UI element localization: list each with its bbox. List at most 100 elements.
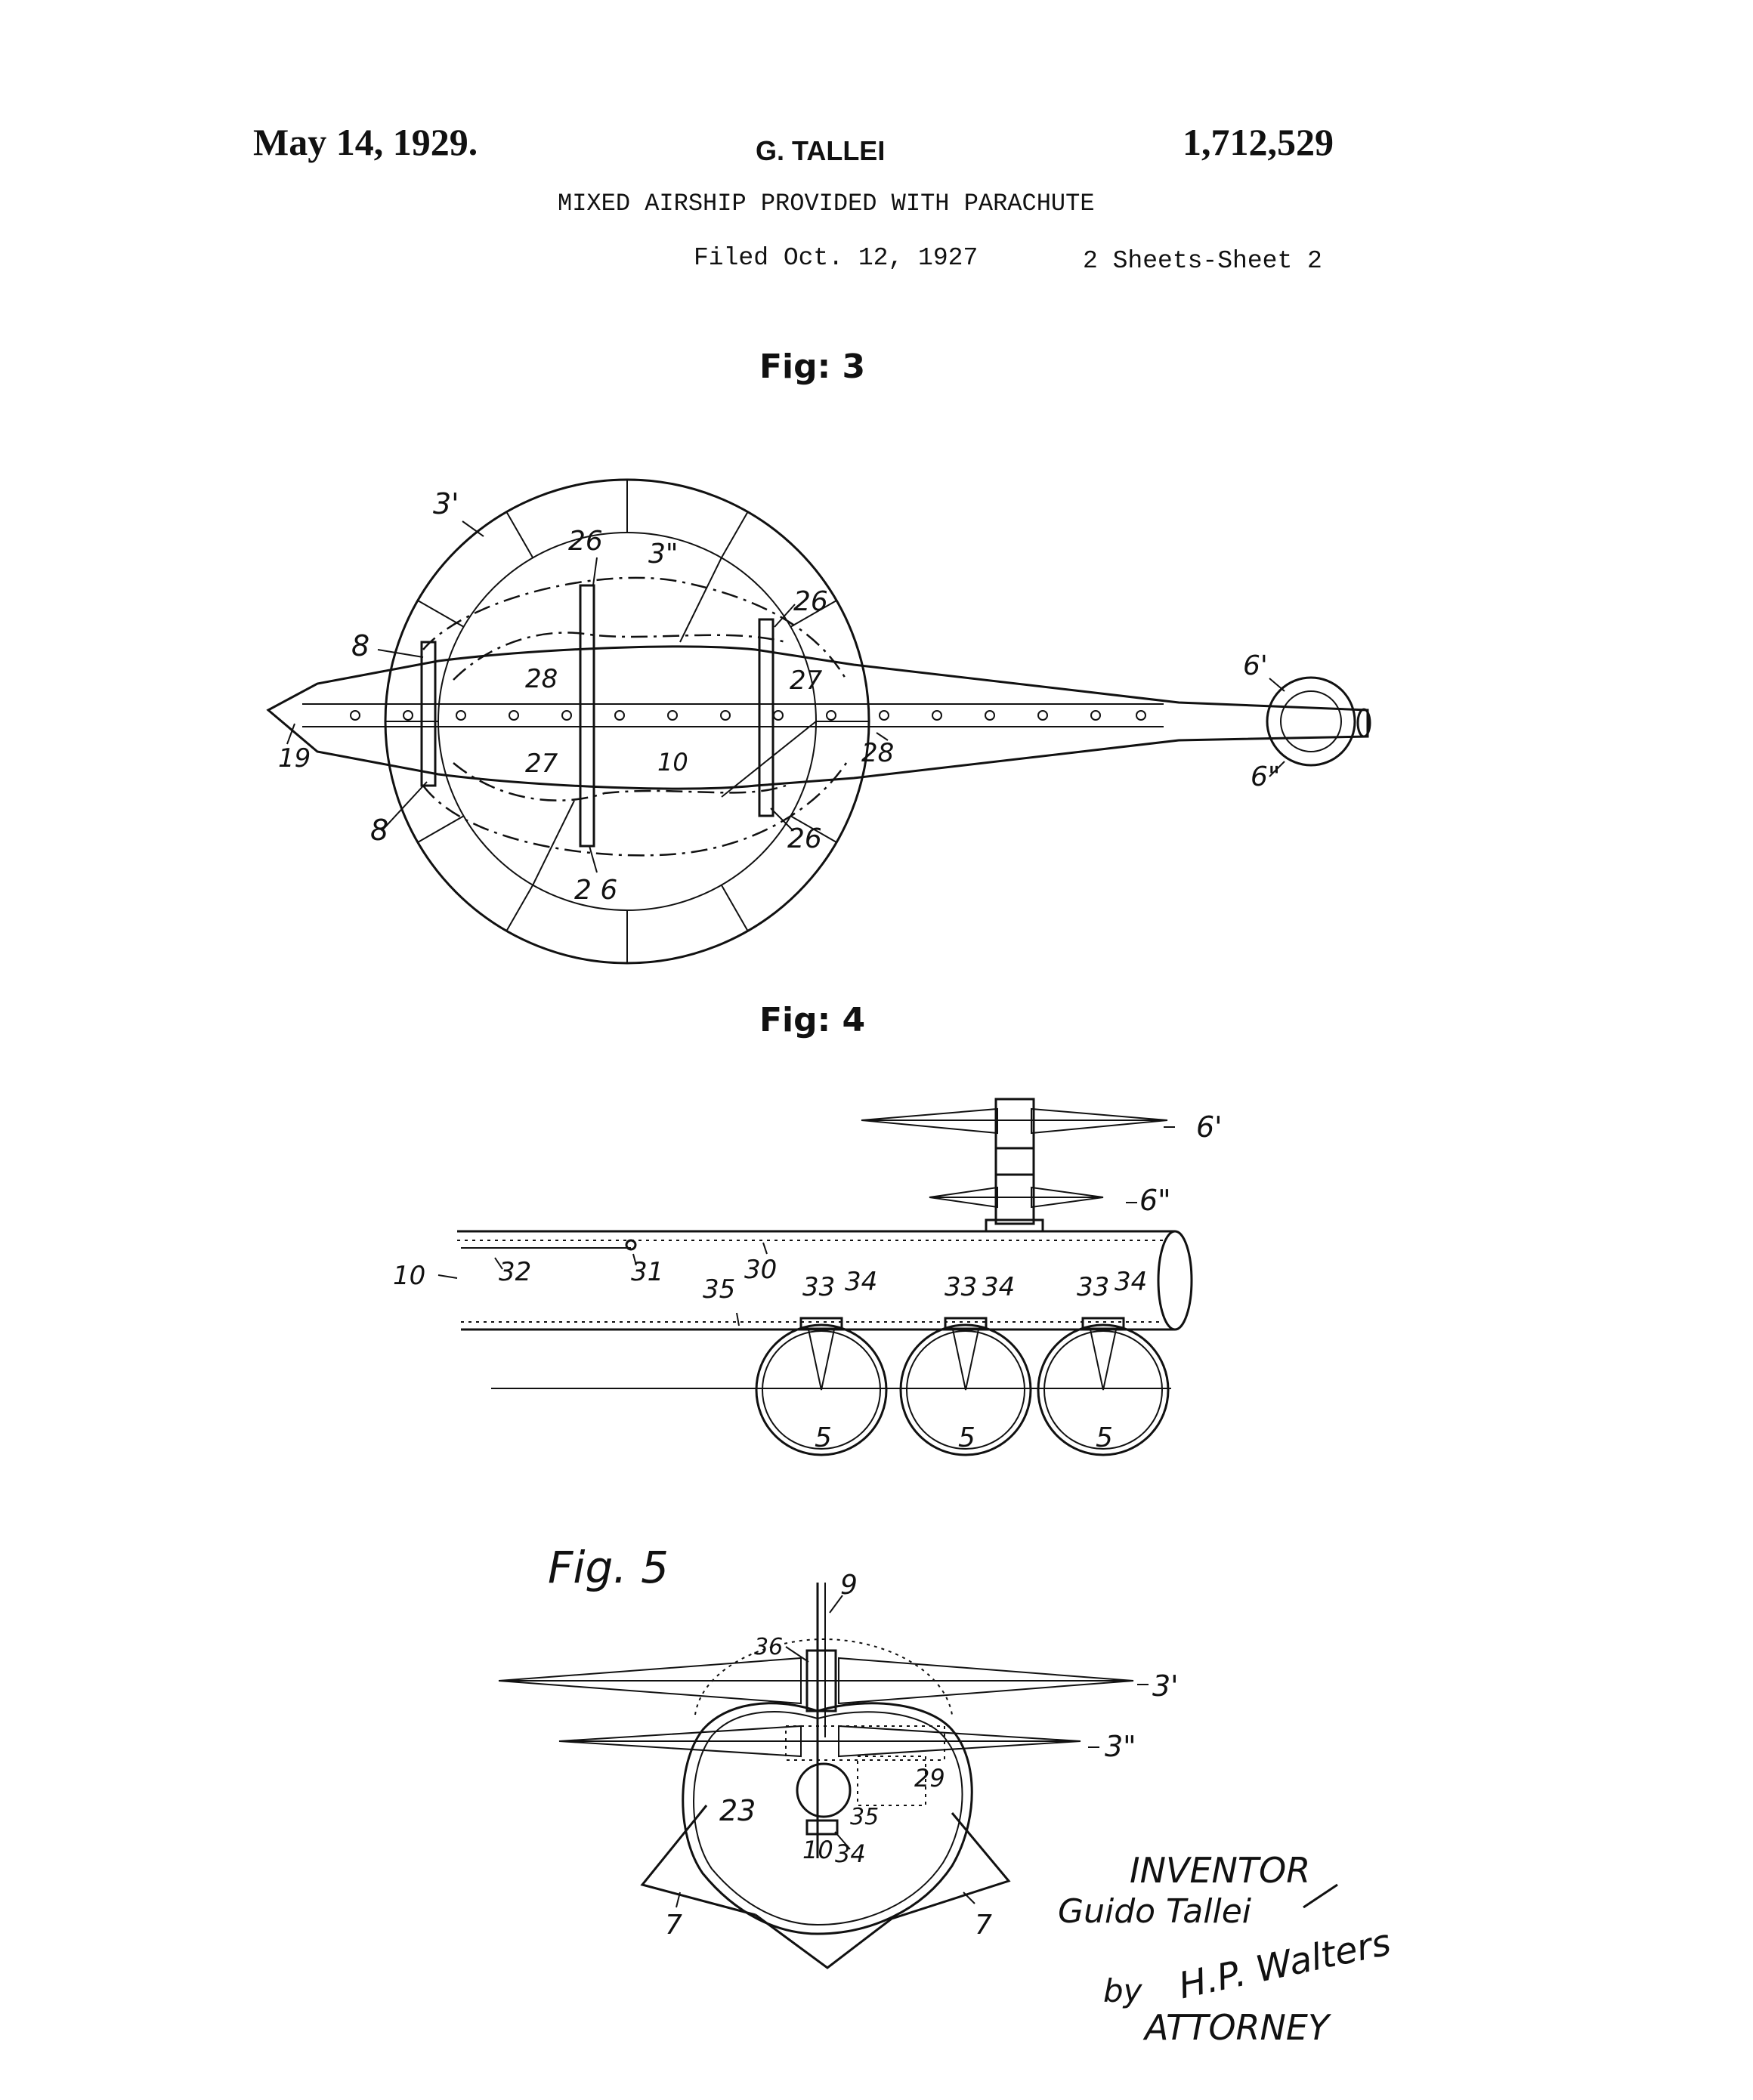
fig3-reference-numerals: 3' 3" 26 26 26 2 6 8 8 28 28 27 27 10 19… <box>278 487 1280 906</box>
fig3-ref-6-prime: 6' <box>1243 650 1268 681</box>
fig4-ref-6-double-prime: 6" <box>1139 1184 1171 1217</box>
by-label: by <box>1103 1972 1143 2009</box>
fig3-parachute-ribs <box>385 480 869 963</box>
fig4-reference-numerals: 6' 6" 10 32 31 30 35 33 34 33 34 33 34 5… <box>393 1110 1223 1453</box>
fig4-ref-33-c: 33 <box>1077 1272 1109 1302</box>
fig4-ref-32: 32 <box>499 1257 531 1287</box>
fig4-ref-33-b: 33 <box>945 1272 977 1302</box>
fig5-reference-numerals: 9 36 3' 3" 29 23 35 10 34 7 7 <box>665 1570 1179 1941</box>
fig4-ref-33-a: 33 <box>802 1272 835 1302</box>
fig3-ref-26-right: 26 <box>793 586 828 617</box>
patent-title: MIXED AIRSHIP PROVIDED WITH PARACHUTE <box>558 190 1095 218</box>
signature-block: INVENTOR Guido Tallei by H.P. Walters AT… <box>1058 1850 1394 2048</box>
inventor-signature-stroke <box>1303 1883 1338 1909</box>
inventor-signature: Guido Tallei <box>1058 1892 1252 1931</box>
fig5-ref-23: 23 <box>719 1794 756 1827</box>
fig3-ref-27-right: 27 <box>790 666 823 696</box>
fig3-leader-lines <box>286 520 1285 873</box>
fig3-ref-28-left: 28 <box>525 664 558 694</box>
fig3-ref-10: 10 <box>657 748 688 777</box>
fig3-ref-26-top: 26 <box>568 526 603 557</box>
patent-date: May 14, 1929. <box>253 121 478 163</box>
fig3-envelope-lower <box>422 762 848 857</box>
fig3-envelope-inner <box>453 632 787 681</box>
fig5-gondola-body <box>682 1702 973 1935</box>
attorney-signature: H.P. Walters <box>1175 1921 1394 2007</box>
fig3-portholes <box>350 710 1146 721</box>
fig3-ref-3-double-prime: 3" <box>648 539 678 570</box>
fig5-ref-9: 9 <box>840 1570 858 1601</box>
fig3-ref-8-top: 8 <box>351 629 369 662</box>
fig5-envelope-dashed <box>694 1638 953 1716</box>
fig4-ref-6-prime: 6' <box>1196 1110 1223 1144</box>
fig3-envelope-upper <box>422 576 848 681</box>
fig5-skirt-bottom <box>755 1913 892 1969</box>
fig5-ref-34: 34 <box>835 1839 866 1868</box>
fig4-pulley-31 <box>625 1239 637 1251</box>
fig3-ref-26-bottom: 2 6 <box>574 875 617 906</box>
fig4-ref-10: 10 <box>393 1261 425 1291</box>
fig5-upper-propeller <box>498 1657 1134 1705</box>
inventor-name-header: G. TALLEI <box>756 135 885 166</box>
fig3-envelope-inner-lower <box>453 762 787 801</box>
fig3-ref-6-double-prime: 6" <box>1251 761 1280 792</box>
fig5-ref-36: 36 <box>754 1634 783 1660</box>
fig5-ref-3-prime: 3' <box>1152 1669 1179 1703</box>
fig3-vertical-struts <box>420 584 774 848</box>
patent-number: 1,712,529 <box>1183 121 1334 163</box>
fig5-tube-10 <box>796 1762 852 1818</box>
fig4-ref-5-c: 5 <box>1096 1422 1113 1453</box>
fig4-ref-34-b: 34 <box>982 1272 1015 1302</box>
fig4-ref-5-b: 5 <box>958 1422 975 1453</box>
fig3-tail-ring-outer <box>1266 676 1356 767</box>
fig5-lower-propeller <box>558 1725 1081 1758</box>
fig5-skirt-left <box>640 1805 756 1916</box>
inventor-heading: INVENTOR <box>1130 1850 1310 1891</box>
fig5-ref-3-double-prime: 3" <box>1105 1730 1136 1763</box>
fig3-ref-3-prime: 3' <box>433 487 459 520</box>
fig4-propeller-mast <box>985 1098 1044 1233</box>
fig4-lower-propeller <box>929 1186 1104 1209</box>
fig4-ref-34-c: 34 <box>1115 1267 1147 1297</box>
fig5-ref-7-right: 7 <box>975 1910 992 1941</box>
fig3-ref-19: 19 <box>278 743 311 774</box>
fig5-ref-7-left: 7 <box>665 1910 682 1941</box>
fig4-parachute-wheels <box>755 1317 1170 1456</box>
figure-4: Fig: 4 <box>393 1001 1223 1456</box>
fig4-upper-propeller <box>861 1107 1168 1135</box>
fig3-ref-8-bottom: 8 <box>370 814 388 847</box>
fig3-ref-26-lower-right: 26 <box>787 823 822 854</box>
fig4-ref-31: 31 <box>631 1257 663 1287</box>
fig4-ref-5-a: 5 <box>815 1422 832 1453</box>
fig4-leader-lines <box>437 1126 1175 1326</box>
fig3-ref-27-left: 27 <box>525 749 558 779</box>
attorney-heading: ATTORNEY <box>1142 2007 1332 2048</box>
patent-header: May 14, 1929. G. TALLEI 1,712,529 MIXED … <box>253 121 1334 275</box>
fig4-hull-end <box>1157 1230 1193 1331</box>
fig5-box-29 <box>857 1756 926 1806</box>
fig5-ref-10: 10 <box>802 1836 833 1864</box>
fig3-parachute-outer-ring <box>384 478 870 965</box>
sheet-count: 2 Sheets-Sheet 2 <box>1083 247 1322 275</box>
filed-date: Filed Oct. 12, 1927 <box>694 244 978 272</box>
fig5-ref-35: 35 <box>850 1804 879 1830</box>
fig3-tail-ring-inner <box>1280 690 1342 752</box>
fig5-dashed-frame <box>785 1725 945 1761</box>
fig5-label: Fig. 5 <box>548 1542 669 1593</box>
fig5-ref-29: 29 <box>914 1764 945 1793</box>
fig4-label: Fig: 4 <box>759 1001 865 1039</box>
figure-5: Fig. 5 <box>498 1542 1179 1969</box>
fig5-mount-34 <box>805 1819 839 1836</box>
fig4-ref-30: 30 <box>744 1255 777 1285</box>
fig5-gondola-inner <box>693 1711 963 1926</box>
fig3-tail-cap <box>1356 708 1371 738</box>
fig3-ref-28-right: 28 <box>861 738 894 768</box>
fig5-skirt-right <box>891 1812 1011 1920</box>
fig3-hull <box>266 645 1369 790</box>
figure-3: Fig: 3 <box>266 347 1371 965</box>
fig4-ref-35: 35 <box>703 1274 735 1305</box>
fig3-label: Fig: 3 <box>759 347 865 386</box>
fig5-leader-lines <box>676 1595 1149 1908</box>
fig4-ref-34-a: 34 <box>845 1267 877 1297</box>
